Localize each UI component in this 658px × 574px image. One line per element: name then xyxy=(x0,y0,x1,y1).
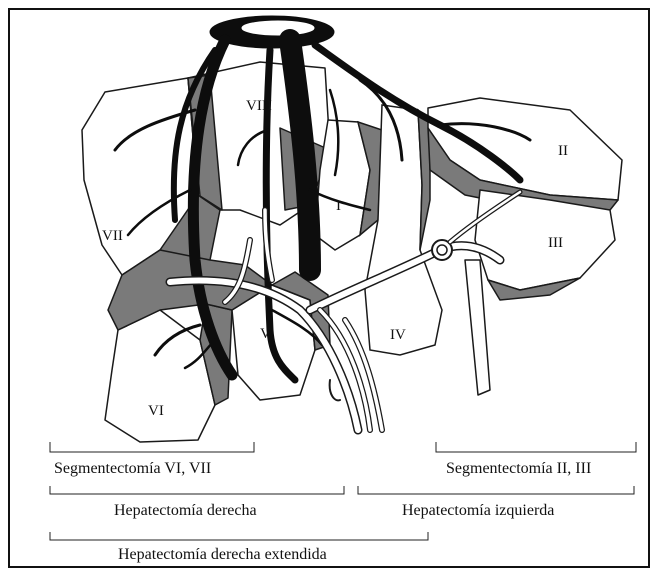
label-hepatectomia-derecha: Hepatectomía derecha xyxy=(114,502,257,520)
segment-label-viii: VIII xyxy=(246,98,272,114)
bracket-seg-ii-iii xyxy=(436,442,636,452)
segment-label-iv: IV xyxy=(390,327,406,343)
label-hepatectomia-derecha-extendida: Hepatectomía derecha extendida xyxy=(118,546,327,564)
segment-label-vi: VI xyxy=(148,403,164,419)
segment-label-iii: III xyxy=(548,235,563,251)
label-segmentectomia-vi-vii: Segmentectomía VI, VII xyxy=(54,460,211,478)
bracket-hep-izquierda xyxy=(358,486,634,494)
bracket-hep-derecha xyxy=(50,486,344,494)
liver-illustration: VIII I VII II III IV V VI xyxy=(10,10,648,566)
bracket-seg-vi-vii xyxy=(50,442,254,452)
round-ligament xyxy=(465,260,490,395)
segment-label-v: V xyxy=(260,326,271,342)
segment-i xyxy=(315,120,382,250)
bracket-hep-derecha-ext xyxy=(50,532,428,540)
label-segmentectomia-ii-iii: Segmentectomía II, III xyxy=(446,460,591,478)
liver-segments-figure: VIII I VII II III IV V VI Segmentectomía… xyxy=(8,8,650,568)
segment-vi-region xyxy=(105,310,215,442)
segment-label-i: I xyxy=(336,198,341,214)
label-hepatectomia-izquierda: Hepatectomía izquierda xyxy=(402,502,554,520)
segment-label-vii: VII xyxy=(102,228,123,244)
segment-label-ii: II xyxy=(558,143,568,159)
